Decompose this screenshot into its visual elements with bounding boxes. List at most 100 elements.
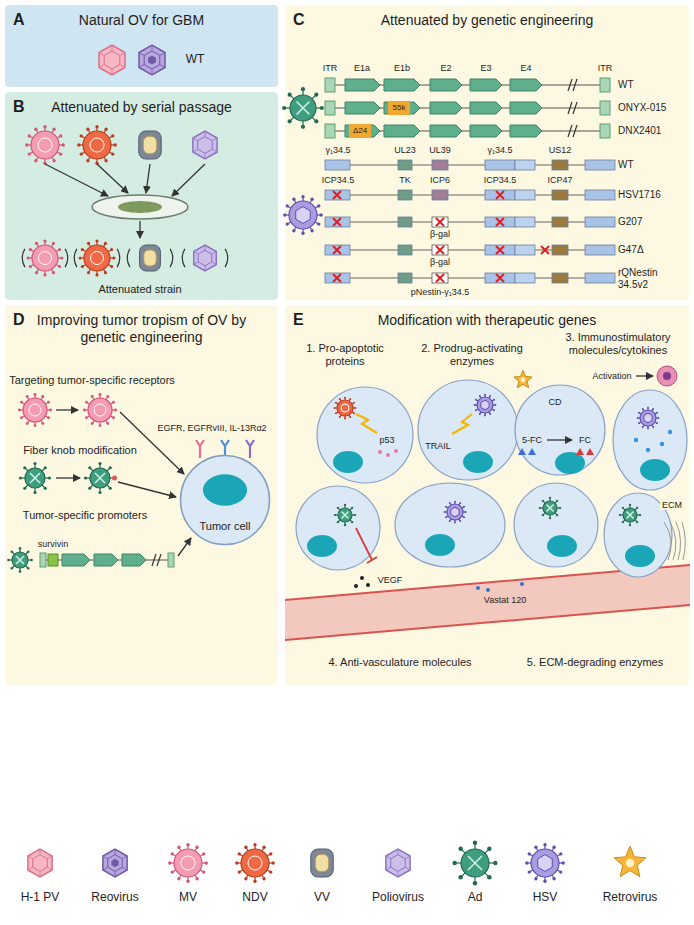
spike-tip bbox=[493, 399, 495, 401]
legend-swatch bbox=[503, 840, 587, 886]
legend-item: NDV bbox=[213, 840, 297, 904]
spike-tip bbox=[638, 412, 640, 414]
spike-tip bbox=[351, 507, 353, 509]
spike-tip bbox=[475, 399, 477, 401]
nucleus bbox=[555, 452, 585, 474]
core bbox=[29, 404, 41, 416]
drug-molecule bbox=[576, 448, 584, 455]
virus-icon bbox=[235, 843, 275, 883]
spike-tip bbox=[543, 880, 546, 883]
vegf-dot bbox=[360, 576, 364, 580]
arrow bbox=[146, 164, 150, 193]
tumor-cell bbox=[613, 390, 687, 490]
spike-tip bbox=[168, 861, 171, 864]
spike-tip bbox=[458, 846, 462, 850]
strategy-label: Fiber knob modification bbox=[23, 444, 137, 457]
panel-backgrounds bbox=[5, 5, 689, 685]
virus-icon bbox=[84, 462, 116, 494]
strain-name: WT bbox=[618, 159, 634, 171]
core bbox=[111, 859, 118, 867]
ecm-fiber bbox=[682, 522, 685, 560]
legend-swatch bbox=[588, 840, 672, 886]
signal-bolt bbox=[356, 414, 377, 433]
receptor-label: EGFR, EGFRvIII, IL-13Rα2 bbox=[157, 423, 266, 433]
spike-tip bbox=[86, 128, 89, 131]
envelope bbox=[461, 849, 489, 877]
panel-background bbox=[5, 5, 278, 87]
spike-tip bbox=[444, 511, 446, 513]
gene-arrow bbox=[345, 102, 380, 114]
spike-tip bbox=[288, 119, 292, 123]
panel-background bbox=[5, 305, 278, 685]
arrow bbox=[45, 164, 108, 196]
legend-swatch bbox=[356, 840, 440, 886]
gene-box bbox=[552, 217, 568, 227]
spike-tip bbox=[528, 870, 531, 873]
spike-tip bbox=[344, 504, 346, 506]
spike-tip bbox=[34, 159, 37, 162]
tumor-cell bbox=[296, 486, 380, 570]
spike-tip bbox=[111, 134, 114, 137]
spike-tip bbox=[487, 875, 491, 879]
spike-tip bbox=[23, 487, 26, 490]
capsid-edge bbox=[212, 149, 217, 152]
envelope bbox=[614, 846, 646, 876]
spike-tip bbox=[534, 846, 537, 849]
panel-letter: C bbox=[293, 11, 311, 29]
spike-tip bbox=[539, 507, 541, 509]
core bbox=[39, 252, 52, 265]
drug-molecule bbox=[528, 448, 536, 455]
gene-box bbox=[515, 190, 535, 200]
gene-label: ITR bbox=[598, 63, 613, 73]
virus-icon bbox=[539, 497, 562, 520]
itr-box bbox=[600, 124, 610, 138]
cell-label: Tumor cell bbox=[200, 520, 251, 532]
spike-tip bbox=[301, 87, 305, 91]
inner-capsid bbox=[391, 855, 406, 872]
spike-tip bbox=[79, 256, 82, 259]
spike-tip bbox=[81, 248, 84, 251]
legend-item: H-1 PV bbox=[0, 840, 82, 904]
molecule-label: 5-FC bbox=[522, 435, 542, 445]
spike-tip bbox=[238, 852, 241, 855]
gene-arrow bbox=[430, 125, 462, 137]
envelope bbox=[90, 468, 110, 488]
spike-tip bbox=[449, 520, 451, 522]
spike-tip bbox=[244, 846, 247, 849]
tumor-cell bbox=[514, 483, 598, 567]
gene-label: ICP6 bbox=[430, 175, 450, 185]
spike-tip bbox=[44, 487, 47, 490]
spike-tip bbox=[493, 409, 495, 411]
virus-icon bbox=[311, 849, 333, 877]
spike-tip bbox=[19, 570, 22, 573]
envelope bbox=[531, 849, 559, 877]
signal-bolt bbox=[452, 414, 472, 434]
core bbox=[38, 138, 52, 152]
virus-icon bbox=[193, 131, 217, 159]
capsid-edge bbox=[212, 252, 217, 255]
gene-label: ITR bbox=[323, 63, 338, 73]
spike-tip bbox=[30, 559, 33, 562]
capsid-cross bbox=[468, 856, 482, 870]
gene-arrow bbox=[94, 554, 118, 566]
tumor-cell bbox=[395, 483, 505, 567]
legend-item: VV bbox=[280, 840, 364, 904]
break-mark bbox=[568, 79, 577, 91]
spike-tip bbox=[335, 402, 337, 404]
capsid-edge bbox=[405, 867, 410, 870]
break-mark bbox=[568, 125, 577, 137]
envelope bbox=[447, 504, 463, 520]
protein-dot bbox=[394, 449, 398, 453]
spike-tip bbox=[106, 422, 109, 425]
itr-box bbox=[168, 553, 174, 567]
virus-icon bbox=[103, 849, 127, 877]
spike-tip bbox=[99, 424, 102, 427]
spike-tip bbox=[556, 500, 558, 502]
spike-tip bbox=[349, 398, 351, 400]
core bbox=[148, 56, 156, 65]
cytokine-dot bbox=[646, 448, 650, 452]
spike-tip bbox=[186, 843, 189, 846]
cell-culture bbox=[118, 201, 162, 213]
molecule-label: p53 bbox=[379, 435, 394, 445]
legend-label: Reovirus bbox=[73, 890, 157, 904]
